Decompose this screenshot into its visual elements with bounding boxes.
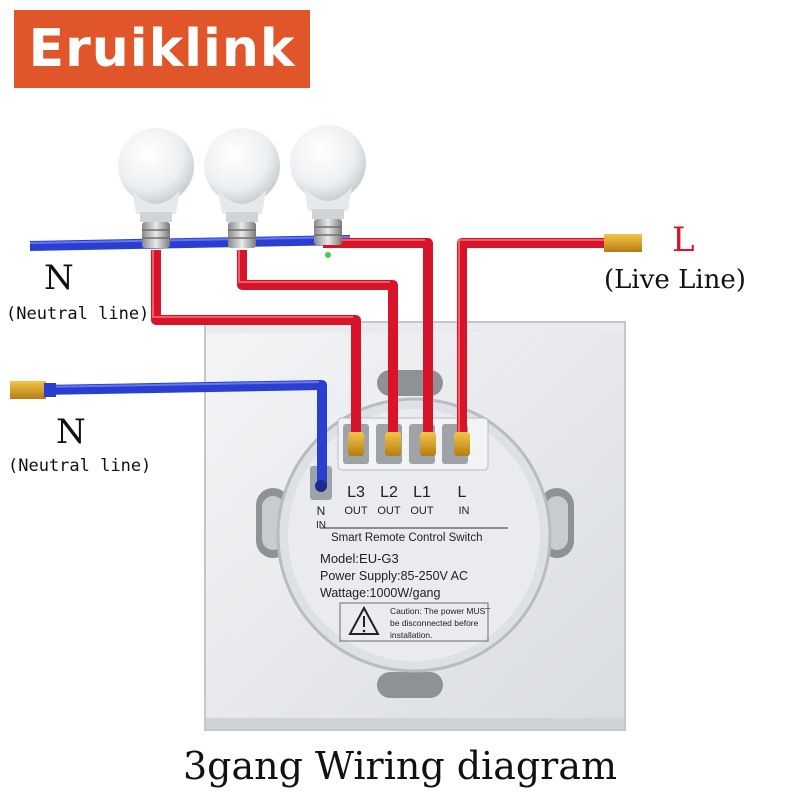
live-wire-l-in: [457, 238, 610, 440]
live-wire-l1: [323, 238, 433, 440]
neutral-wire-top: [29, 235, 351, 251]
neutral-left-letter: N: [56, 412, 86, 452]
live-letter: L: [672, 220, 695, 260]
device-model: Model:EU-G3: [320, 551, 399, 566]
warning-triangle-icon: [348, 605, 380, 635]
switch-module: L3 OUT L2 OUT L1 OUT L IN N IN Smart Rem…: [276, 397, 552, 673]
terminal-n-label: N: [317, 504, 326, 518]
neutral-wire-left: [10, 380, 327, 486]
neutral-top-text: (Neutral line): [6, 304, 150, 324]
device-caution-2: be disconnected before: [390, 618, 479, 628]
device-caution-3: installation.: [390, 630, 433, 640]
terminal-n-sub: IN: [316, 520, 326, 531]
live-wire-tip: [604, 234, 642, 252]
device-power: Power Supply:85-250V AC: [320, 569, 468, 583]
light-bulb-1-icon: [118, 128, 194, 248]
neutral-left-text: (Neutral line): [8, 456, 152, 476]
terminal-l1-sub: OUT: [410, 505, 434, 517]
neutral-top-letter: N: [44, 258, 74, 298]
live-wire-l3: [151, 250, 361, 440]
live-wires: [151, 238, 610, 440]
brand-logo-text: Eruiklink: [28, 19, 296, 79]
terminal-l3-sub: OUT: [344, 505, 368, 517]
light-bulb-3-icon: [290, 125, 366, 258]
terminal-l1-label: L1: [413, 484, 431, 501]
brand-logo: Eruiklink: [14, 10, 310, 88]
light-bulb-2-icon: [204, 128, 280, 248]
terminal-l3-label: L3: [347, 484, 365, 501]
terminal-screws: [315, 432, 470, 492]
device-caution-1: Caution: The power MUST: [390, 606, 490, 616]
diagram-caption: 3gang Wiring diagram: [182, 744, 618, 788]
terminal-l-label: L: [458, 484, 467, 501]
device-title: Smart Remote Control Switch: [331, 532, 482, 544]
live-wire-l2: [237, 250, 398, 440]
terminal-l2-sub: OUT: [377, 505, 401, 517]
terminal-l-sub: IN: [459, 505, 470, 517]
terminal-l2-label: L2: [380, 484, 398, 501]
device-wattage: Wattage:1000W/gang: [320, 586, 440, 600]
live-text: (Live Line): [604, 265, 746, 295]
